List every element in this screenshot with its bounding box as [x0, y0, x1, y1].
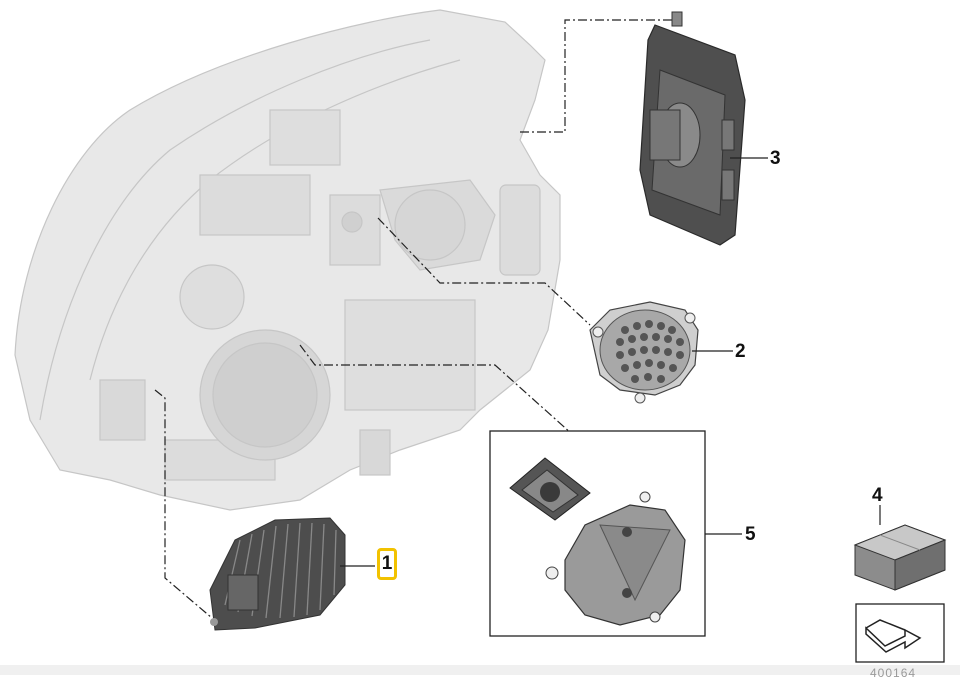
part-4-small-part[interactable] [853, 524, 947, 591]
callout-3[interactable]: 3 [770, 148, 781, 169]
diagram-id: 400164 [870, 666, 917, 680]
headlight-housing [14, 9, 561, 511]
callout-1-selected[interactable]: 1 [377, 548, 397, 580]
part-3-led-module[interactable] [639, 11, 746, 246]
callout-2[interactable]: 2 [735, 341, 746, 362]
part-2-connector-plate[interactable] [589, 301, 699, 404]
return-arrow-icon[interactable] [855, 603, 945, 663]
part-5-fan-cover[interactable] [509, 457, 686, 626]
callout-5[interactable]: 5 [745, 524, 756, 545]
callout-4[interactable]: 4 [872, 485, 883, 506]
leader-lines [154, 19, 675, 619]
part-1-control-unit[interactable] [209, 517, 346, 631]
footer-strip [0, 665, 960, 675]
